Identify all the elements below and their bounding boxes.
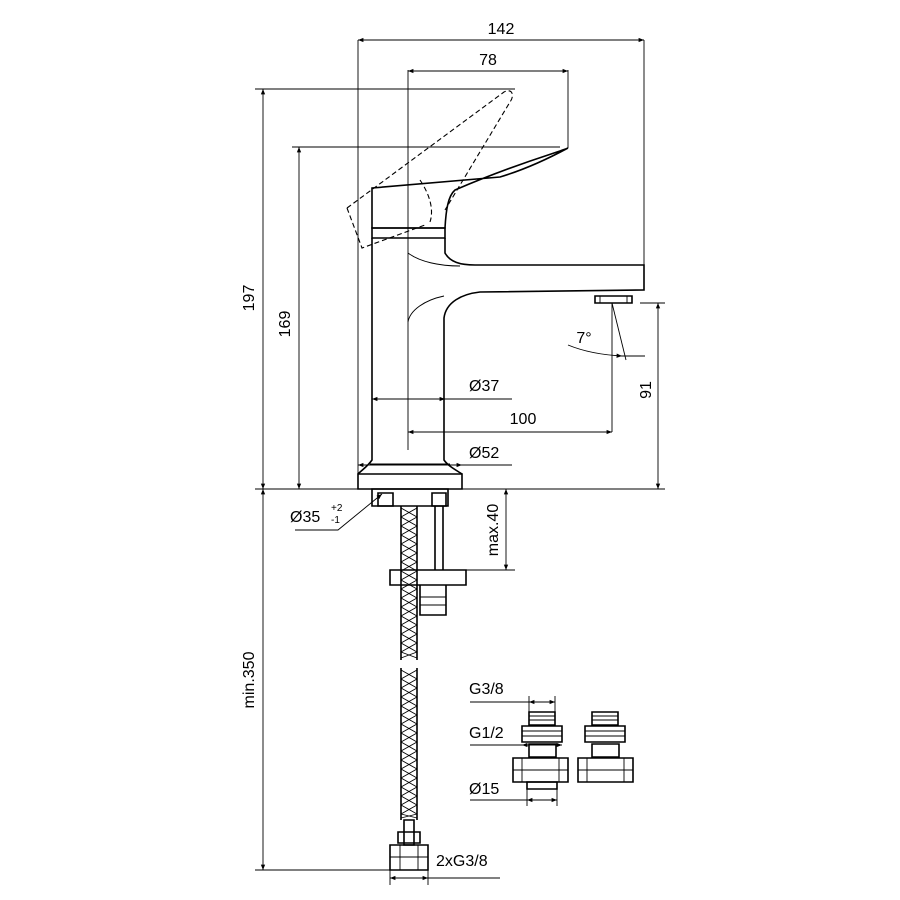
braid-strand bbox=[400, 696, 418, 707]
braid-strand bbox=[400, 795, 418, 806]
braid-strand bbox=[400, 633, 418, 644]
braid-strand bbox=[400, 651, 418, 659]
braid-strand bbox=[400, 570, 418, 581]
label-height-body: 169 bbox=[277, 311, 294, 338]
label-body-diameter: Ø37 bbox=[469, 378, 499, 395]
braid-strand bbox=[400, 741, 418, 752]
hose-braid bbox=[400, 507, 418, 819]
label-spout-angle: 7° bbox=[576, 330, 591, 347]
braid-strand bbox=[400, 624, 418, 635]
braid-strand bbox=[400, 750, 418, 761]
braid-strand bbox=[400, 579, 418, 590]
braid-strand bbox=[400, 516, 418, 527]
braid-strand bbox=[400, 732, 418, 743]
braid-strand bbox=[400, 561, 418, 572]
label-thread-large: G1/2 bbox=[469, 725, 504, 742]
braid-strand bbox=[400, 705, 418, 716]
braid-strand bbox=[400, 507, 418, 518]
dimension-labels: 142 78 197 169 7° 91 Ø37 100 Ø52 Ø35 +2 … bbox=[241, 21, 655, 870]
adapter-left bbox=[512, 711, 569, 790]
braid-strand bbox=[400, 543, 418, 554]
dimension-lines bbox=[255, 37, 665, 885]
label-spout-reach: 100 bbox=[510, 411, 537, 428]
braid-strand bbox=[400, 588, 418, 599]
braid-strand bbox=[400, 678, 418, 689]
label-hole-tolerance-plus: +2 bbox=[331, 503, 343, 514]
label-hole-diameter: Ø35 bbox=[290, 509, 320, 526]
braid-strand bbox=[400, 759, 418, 770]
label-pipe-diameter: Ø15 bbox=[469, 781, 499, 798]
braid-strand bbox=[400, 777, 418, 788]
label-thread-small: G3/8 bbox=[469, 681, 504, 698]
label-hole-tolerance-minus: -1 bbox=[331, 515, 340, 526]
braid-strand bbox=[400, 525, 418, 536]
braid-strand bbox=[400, 687, 418, 698]
label-width-total: 142 bbox=[488, 21, 515, 38]
adapter-right bbox=[577, 711, 634, 783]
label-max-thickness: max.40 bbox=[485, 504, 502, 557]
braid-strand bbox=[400, 597, 418, 608]
braid-strand bbox=[400, 669, 418, 680]
braid-strand bbox=[400, 813, 418, 819]
braid-strand bbox=[400, 723, 418, 734]
label-base-diameter: Ø52 bbox=[469, 445, 499, 462]
label-hose-thread: 2xG3/8 bbox=[436, 853, 488, 870]
braid-strand bbox=[400, 606, 418, 617]
label-height-total: 197 bbox=[241, 285, 258, 312]
braid-strand bbox=[400, 714, 418, 725]
braid-strand bbox=[400, 615, 418, 626]
braid-strand bbox=[400, 534, 418, 545]
braid-strand bbox=[400, 552, 418, 563]
braid-strand bbox=[400, 768, 418, 779]
braid-strand bbox=[400, 786, 418, 797]
label-spout-height: 91 bbox=[638, 381, 655, 399]
label-width-handle: 78 bbox=[479, 52, 497, 69]
faucet-outline bbox=[346, 90, 645, 871]
braid-strand bbox=[400, 804, 418, 815]
braid-strand bbox=[400, 642, 418, 653]
label-min-hose-length: min.350 bbox=[241, 651, 258, 708]
